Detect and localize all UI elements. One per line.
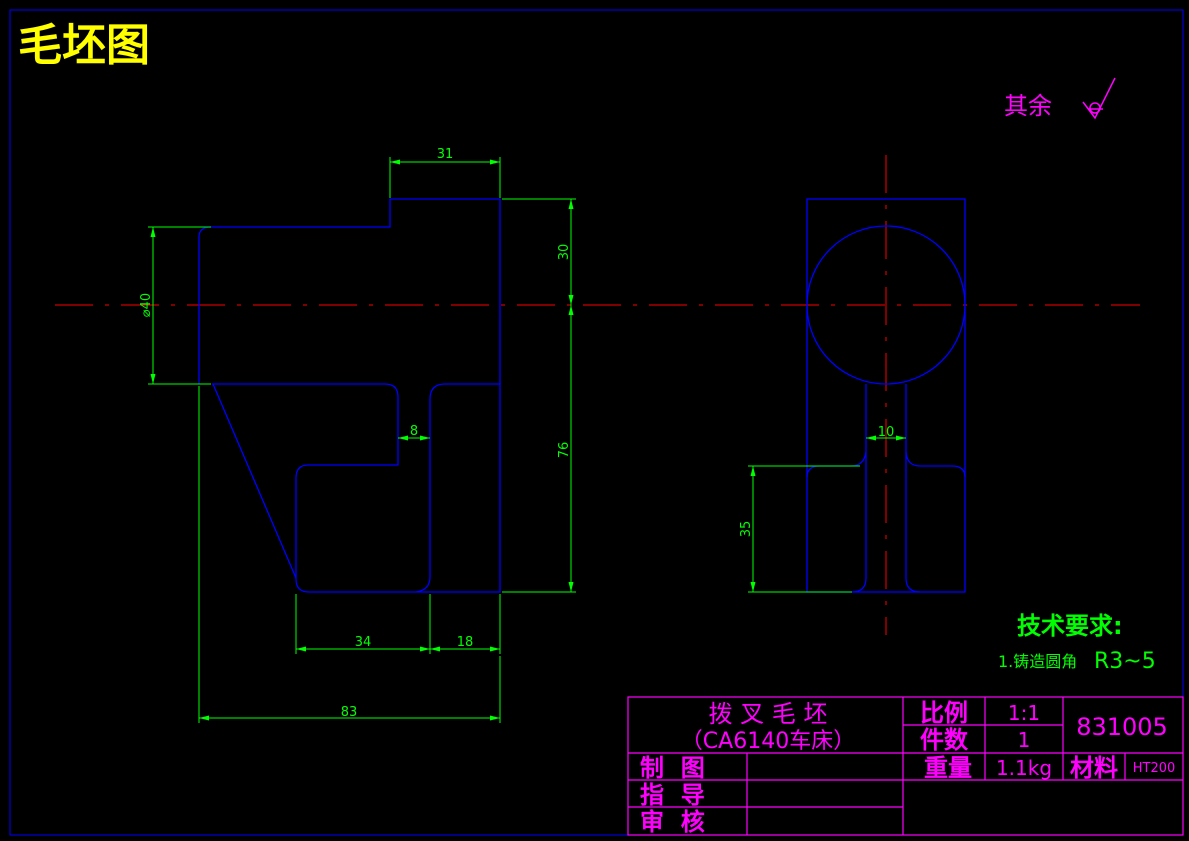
dim-83: 83 (341, 705, 358, 720)
drawn-label: 制 图 (640, 754, 705, 782)
weight-value: 1.1kg (996, 756, 1052, 780)
dim-8: 8 (410, 424, 418, 439)
requirements-heading: 技术要求: (1017, 612, 1123, 640)
weight-label: 重量 (924, 754, 972, 782)
dim-18: 18 (457, 635, 474, 650)
dimension-arrows (150, 159, 906, 721)
requirement-1-prefix: 1.铸造圆角 (998, 652, 1077, 671)
count-label: 件数 (920, 726, 969, 754)
surface-finish: 其余 (1004, 77, 1116, 120)
guide-label: 指 导 (640, 781, 705, 809)
dim-30: 30 (557, 244, 572, 261)
drawing-number: 831005 (1076, 713, 1168, 741)
title-block (627, 696, 1184, 836)
front-view (198, 198, 501, 593)
dim-34: 34 (355, 635, 372, 650)
scale-value: 1:1 (1008, 701, 1040, 725)
dim-35: 35 (739, 521, 754, 538)
dim-76: 76 (557, 442, 572, 459)
material-value: HT200 (1133, 761, 1176, 776)
surface-finish-symbol-icon (1082, 77, 1116, 120)
dim-31: 31 (437, 147, 454, 162)
title-block-texts: 拨 叉 毛 坯 （CA6140车床） 比例 1:1 件数 1 831005 重量… (640, 699, 1175, 836)
technical-requirements: 技术要求: 1.铸造圆角 R3~5 (998, 612, 1156, 674)
check-label: 审 核 (640, 808, 705, 836)
dimension-lines (148, 157, 906, 723)
dim-dia-40: ⌀40 (139, 293, 154, 317)
machine-name: （CA6140车床） (681, 729, 855, 754)
requirement-1-value: R3~5 (1094, 649, 1156, 674)
dim-10: 10 (878, 425, 895, 440)
material-label: 材料 (1070, 754, 1118, 782)
scale-label: 比例 (920, 699, 968, 727)
surface-finish-label: 其余 (1004, 92, 1052, 120)
dimension-texts: 31 30 76 ⌀40 8 34 18 83 10 35 (139, 147, 894, 720)
drawing-title: 毛坯图 (18, 20, 150, 71)
part-name: 拨 叉 毛 坯 (709, 700, 828, 728)
count-value: 1 (1018, 728, 1031, 752)
centerlines (55, 155, 1140, 635)
drawing-border (9, 9, 1184, 836)
side-view (806, 198, 966, 593)
